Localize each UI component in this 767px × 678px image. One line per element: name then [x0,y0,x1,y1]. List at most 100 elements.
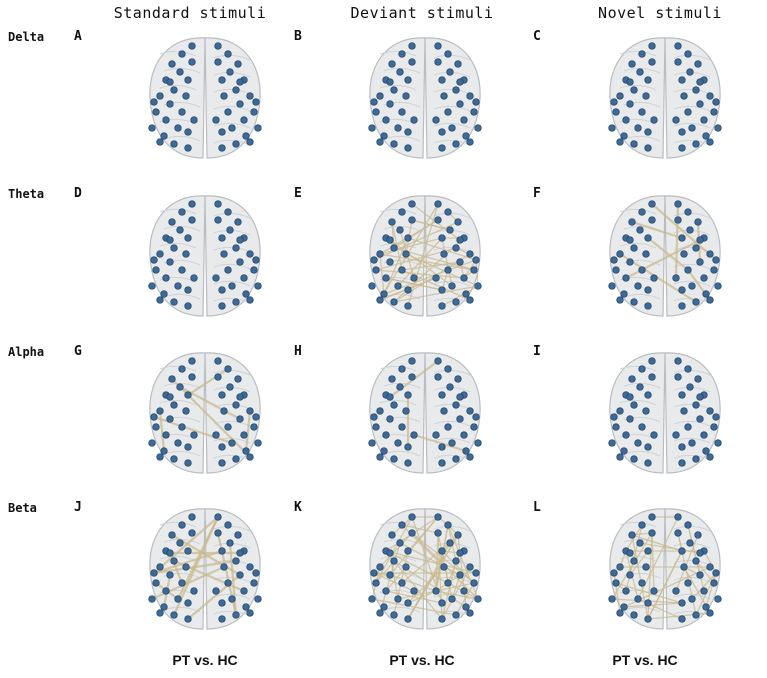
electrode-node-d [167,259,174,266]
electrode-node-k [381,604,388,611]
electrode-node-g [227,384,234,391]
electrode-node-j [221,564,228,571]
electrode-node-g [213,432,220,439]
electrode-node-i [675,374,682,381]
electrode-node-i [679,460,686,467]
electrode-node-j [185,548,192,555]
electrode-node-e [409,217,416,224]
electrode-node-c [703,133,710,140]
electrode-node-f [693,299,700,306]
electrode-node-d [247,251,254,258]
electrode-node-g [179,424,186,431]
electrode-node-h [405,460,412,467]
electrode-node-b [409,43,416,50]
electrode-node-g [185,460,192,467]
electrode-node-h [445,366,452,373]
electrode-node-a [219,77,226,84]
electrode-node-b [409,59,416,66]
electrode-node-a [163,117,170,124]
electrode-node-j [247,564,254,571]
electrode-node-g [175,440,182,447]
electrode-node-g [251,424,258,431]
electrode-node-c [679,129,686,136]
electrode-node-f [639,209,646,216]
electrode-node-h [475,440,482,447]
electrode-node-f [715,283,722,290]
electrode-node-b [471,109,478,116]
electrode-node-e [377,251,384,258]
electrode-node-d [237,259,244,266]
electrode-node-b [449,125,456,132]
electrode-node-e [471,267,478,274]
electrode-node-h [389,376,396,383]
electrode-node-e [453,299,460,306]
electrode-node-b [457,79,464,86]
electrode-node-i [697,394,704,401]
electrode-node-f [701,275,708,282]
electrode-node-d [189,201,196,208]
electrode-node-a [237,79,244,86]
electrode-node-d [151,257,158,264]
electrode-node-g [255,440,262,447]
electrode-node-e [473,257,480,264]
electrode-node-l [637,540,644,547]
electrode-node-k [405,548,412,555]
electrode-node-f [673,275,680,282]
electrode-node-l [645,616,652,623]
electrode-node-a [171,87,178,94]
electrode-node-l [673,588,680,595]
electrode-node-l [635,596,642,603]
electrode-node-e [439,287,446,294]
electrode-node-k [409,514,416,521]
electrode-node-d [225,209,232,216]
electrode-node-b [439,77,446,84]
electrode-node-k [399,580,406,587]
electrode-node-l [685,522,692,529]
electrode-node-l [679,616,686,623]
electrode-node-j [241,588,248,595]
electrode-node-i [649,374,656,381]
electrode-node-k [435,530,442,537]
electrode-node-l [713,570,720,577]
electrode-node-f [631,245,638,252]
brain-diagram-g [130,347,280,477]
electrode-node-h [473,414,480,421]
electrode-node-b [399,109,406,116]
electrode-node-h [439,392,446,399]
panel-letter-b: B [294,29,302,44]
electrode-node-d [219,287,226,294]
electrode-node-h [377,454,384,461]
electrode-node-f [651,275,658,282]
electrode-node-a [185,77,192,84]
electrode-node-b [373,109,380,116]
electrode-node-i [673,432,680,439]
electrode-node-h [405,444,412,451]
electrode-node-b [435,59,442,66]
electrode-node-c [673,117,680,124]
electrode-node-a [251,109,258,116]
electrode-node-i [685,424,692,431]
electrode-node-j [215,514,222,521]
electrode-node-a [157,93,164,100]
electrode-node-j [157,610,164,617]
electrode-node-i [631,402,638,409]
electrode-node-h [387,416,394,423]
electrode-node-c [695,61,702,68]
electrode-node-a [167,79,174,86]
electrode-node-l [711,580,718,587]
electrode-node-c [707,93,714,100]
row-label-beta: Beta [8,501,64,515]
electrode-node-a [191,117,198,124]
electrode-node-b [455,61,462,68]
electrode-node-k [447,540,454,547]
electrode-node-j [191,588,198,595]
electrode-node-l [629,532,636,539]
electrode-node-a [169,61,176,68]
electrode-node-e [369,283,376,290]
electrode-node-j [225,580,232,587]
electrode-node-j [215,530,222,537]
electrode-node-h [445,424,452,431]
electrode-node-l [681,564,688,571]
electrode-node-c [627,101,634,108]
panel-letter-a: A [74,29,82,44]
